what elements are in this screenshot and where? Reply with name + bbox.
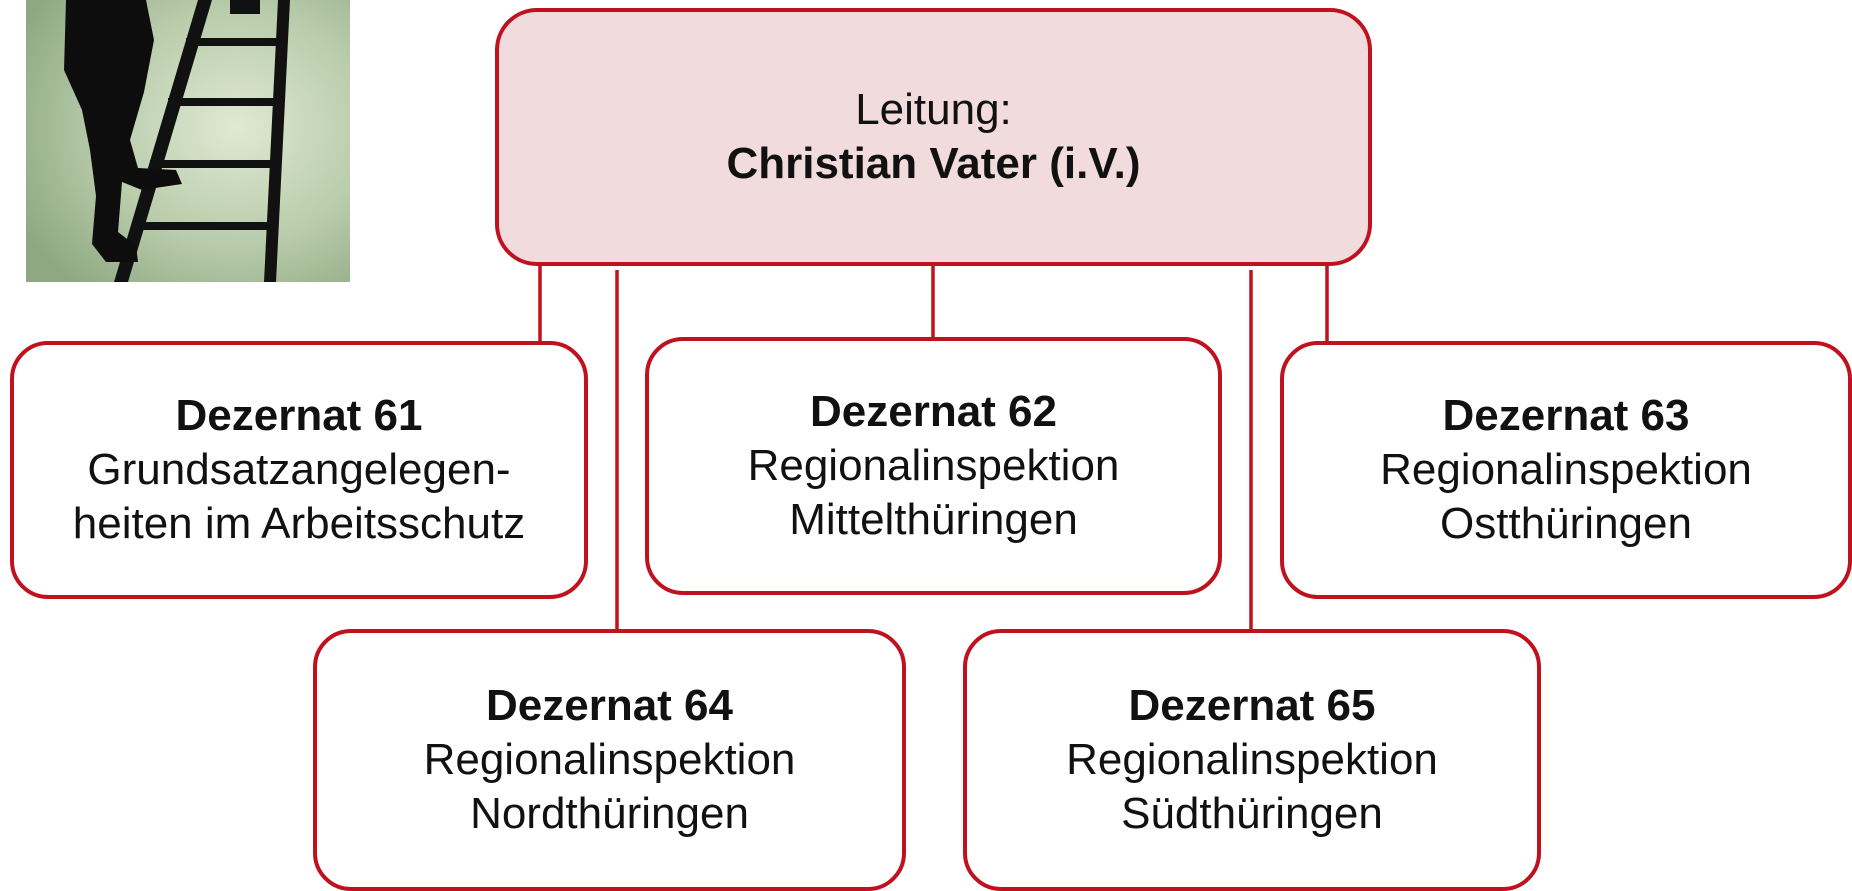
dezernat-63-line1: Regionalinspektion (1380, 444, 1752, 494)
dezernat-63-line2: Ostthüringen (1440, 499, 1692, 549)
dezernat-63-box: Dezernat 63 Regionalinspektion Ostthürin… (1280, 341, 1852, 599)
dezernat-62-title: Dezernat 62 (809, 386, 1057, 436)
dezernat-63-title: Dezernat 63 (1442, 390, 1690, 440)
dezernat-65-line2: Südthüringen (1121, 789, 1383, 839)
dezernat-64-line1: Regionalinspektion (423, 734, 796, 784)
dezernat-64-line2: Nordthüringen (470, 789, 749, 839)
dezernat-65-box: Dezernat 65 Regionalinspektion Südthürin… (963, 629, 1541, 891)
dezernat-65-title: Dezernat 65 (1128, 680, 1376, 730)
dezernat-62-line1: Regionalinspektion (747, 440, 1120, 490)
dezernat-61-line1: Grundsatzangelegen- (87, 444, 511, 494)
dezernat-65-line1: Regionalinspektion (1066, 734, 1438, 784)
ladder-climber-photo (26, 0, 350, 282)
dezernat-64-box: Dezernat 64 Regionalinspektion Nordthüri… (313, 629, 906, 891)
dezernat-61-box: Dezernat 61 Grundsatzangelegen- heiten i… (10, 341, 588, 599)
dezernat-64-title: Dezernat 64 (485, 680, 733, 730)
leitung-name: Christian Vater (i.V.) (726, 139, 1141, 188)
leitung-box: Leitung: Christian Vater (i.V.) (495, 8, 1372, 266)
dezernat-61-title: Dezernat 61 (175, 390, 423, 440)
dezernat-62-line2: Mittelthüringen (789, 495, 1078, 545)
dezernat-61-line2: heiten im Arbeitsschutz (72, 499, 526, 549)
leitung-label: Leitung: (855, 84, 1012, 134)
dezernat-62-box: Dezernat 62 Regionalinspektion Mittelthü… (645, 337, 1222, 595)
